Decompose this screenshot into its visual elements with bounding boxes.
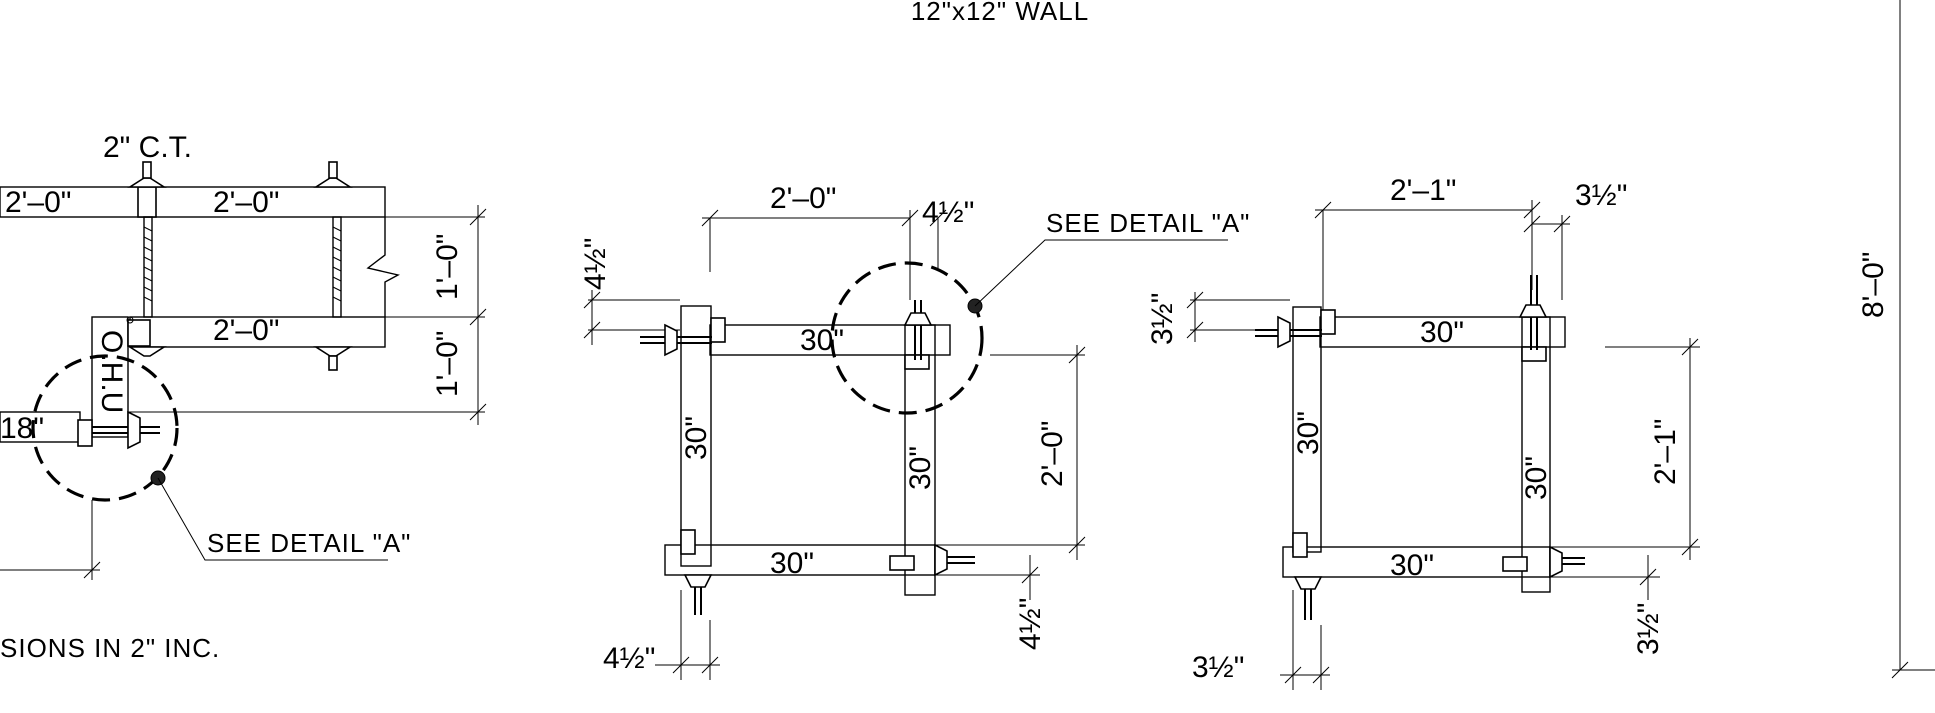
drawing-title: 12"x12" WALL — [911, 0, 1089, 26]
right-dim-top: 2'–1" — [1390, 174, 1456, 207]
left-note: SIONS IN 2" INC. — [0, 633, 220, 663]
mid-dim-right-vert: 2'–0" — [1036, 421, 1069, 487]
right-post-right: 30" — [1520, 456, 1553, 500]
left-detail: 2" C.T. 2'–0" 2'–0" 2'–0" — [0, 131, 487, 663]
left-post — [91, 316, 129, 438]
right-dim-bottom-left: 3½" — [1192, 651, 1244, 684]
mid-beam-bottom: 30" — [770, 547, 814, 580]
right-post-left: 30" — [1292, 411, 1325, 455]
left-detail-circle — [31, 354, 179, 502]
mid-left-post — [680, 305, 712, 567]
ohu-label: O.H.U — [95, 330, 128, 413]
mid-dim-top: 2'–0" — [770, 182, 836, 215]
mid-callout: SEE DETAIL "A" — [1046, 208, 1250, 238]
dim-v-upper: 1'–0" — [431, 234, 464, 300]
height-dim: 8'–0" — [1857, 252, 1890, 318]
left-tie-rod-2 — [332, 216, 342, 318]
dim-mid: 2'–0" — [213, 314, 279, 347]
right-dim-top-right: 3½" — [1575, 179, 1627, 212]
mid-top-beam — [709, 324, 951, 356]
right-detail: 2'–1" 3½" 3½" 30" 30" 30" 30" — [1146, 174, 1700, 690]
mid-dim-left-vert: 4½" — [579, 238, 612, 290]
far-right-dimension: 8'–0" — [1857, 0, 1935, 679]
right-dim-bottom-right-vert: 3½" — [1632, 603, 1665, 655]
dim-top-right: 2'–0" — [213, 186, 279, 219]
mid-dim-top-right: 4½" — [922, 196, 974, 229]
left-top-beam — [0, 186, 386, 218]
right-dim-left-vert: 3½" — [1146, 293, 1179, 345]
dim-top-left: 2'–0" — [5, 186, 71, 219]
dim-18: 18" — [0, 412, 44, 445]
middle-detail: 2'–0" 4½" 4½" 30" 30" 30" 30" — [579, 182, 1250, 680]
mid-post-right: 30" — [904, 446, 937, 490]
right-beam-top: 30" — [1420, 316, 1464, 349]
right-top-beam — [1319, 316, 1566, 348]
mid-dim-bottom-left: 4½" — [603, 642, 655, 675]
right-dim-right-vert: 2'–1" — [1649, 419, 1682, 485]
mid-detail-circle — [830, 261, 984, 415]
spacing-label: 2" C.T. — [103, 131, 192, 164]
dim-v-lower: 1'–0" — [431, 331, 464, 397]
mid-post-left: 30" — [680, 416, 713, 460]
right-beam-bottom: 30" — [1390, 549, 1434, 582]
mid-beam-top: 30" — [800, 324, 844, 357]
left-callout: SEE DETAIL "A" — [207, 528, 411, 558]
left-tie-rod-1 — [143, 216, 153, 318]
mid-dim-bottom-right-vert: 4½" — [1014, 598, 1047, 650]
